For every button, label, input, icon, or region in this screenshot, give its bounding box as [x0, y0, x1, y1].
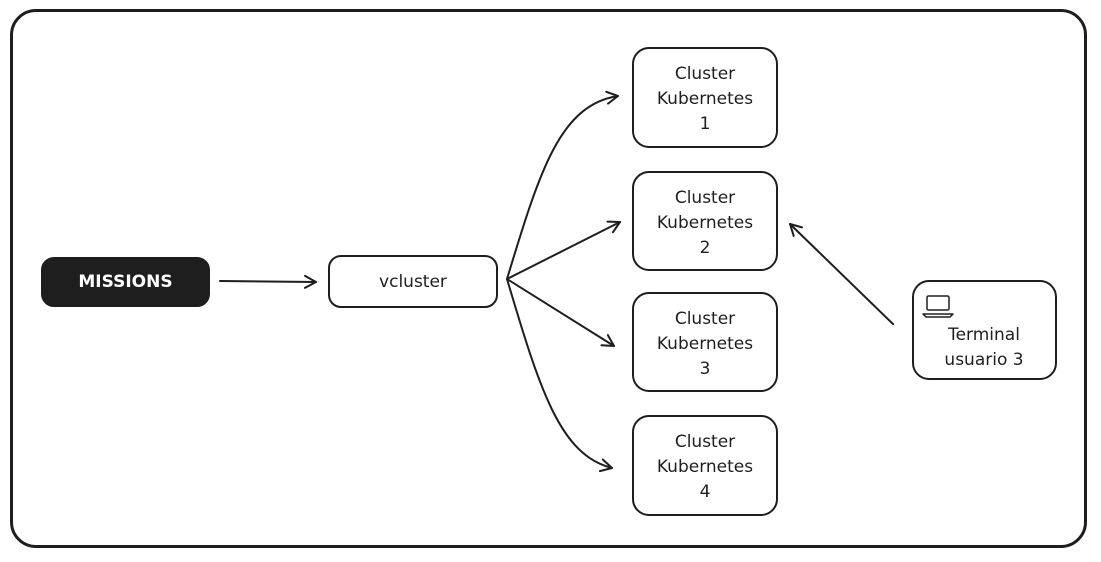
- edge-vcluster-cluster-4: [506, 278, 613, 473]
- laptop-icon: [922, 295, 954, 318]
- cluster-kubernetes-3-node[interactable]: Cluster Kubernetes 3: [632, 292, 778, 392]
- cluster-3-line3: 3: [700, 359, 711, 379]
- edge-vcluster-cluster-3: [506, 278, 615, 347]
- edge-vcluster-cluster-1: [506, 90, 619, 280]
- edge-terminal-cluster-2: [789, 223, 894, 325]
- terminal-line2: usuario 3: [944, 350, 1023, 370]
- cluster-2-line2: Kubernetes: [657, 213, 753, 233]
- cluster-1-line1: Cluster: [675, 64, 735, 84]
- cluster-kubernetes-1-node[interactable]: Cluster Kubernetes 1: [632, 47, 778, 148]
- cluster-3-line2: Kubernetes: [657, 334, 753, 354]
- missions-label: MISSIONS: [78, 272, 172, 292]
- cluster-2-line3: 2: [700, 238, 711, 258]
- cluster-4-line1: Cluster: [675, 432, 735, 452]
- cluster-4-line2: Kubernetes: [657, 457, 753, 477]
- vcluster-node[interactable]: vcluster: [328, 255, 498, 308]
- cluster-1-line3: 1: [700, 114, 711, 134]
- terminal-usuario-3-node[interactable]: Terminal usuario 3: [912, 280, 1057, 380]
- cluster-4-line3: 4: [700, 482, 711, 502]
- missions-node[interactable]: MISSIONS: [41, 257, 210, 307]
- cluster-3-line1: Cluster: [675, 309, 735, 329]
- cluster-kubernetes-2-node[interactable]: Cluster Kubernetes 2: [632, 171, 778, 271]
- edge-missions-vcluster: [219, 274, 317, 289]
- cluster-kubernetes-4-node[interactable]: Cluster Kubernetes 4: [632, 415, 778, 516]
- diagram-frame: [10, 9, 1087, 548]
- cluster-2-line1: Cluster: [675, 188, 735, 208]
- vcluster-label: vcluster: [379, 272, 447, 292]
- edges: [219, 90, 894, 473]
- terminal-line1: Terminal: [947, 325, 1020, 345]
- cluster-1-line2: Kubernetes: [657, 89, 753, 109]
- edge-vcluster-cluster-2: [506, 220, 621, 280]
